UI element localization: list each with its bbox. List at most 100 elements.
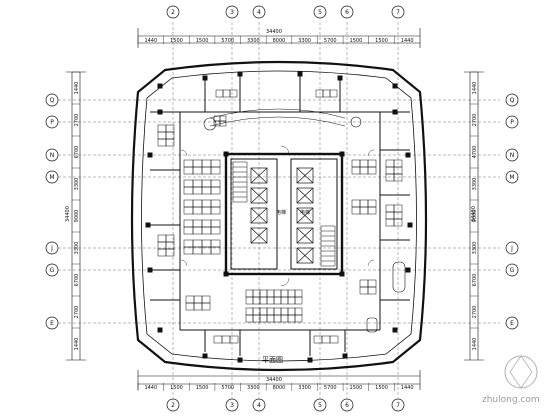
dimension-segment: 1440 xyxy=(472,82,478,95)
workstation-cluster xyxy=(313,335,339,344)
grid-axis-lines xyxy=(58,22,500,398)
structural-column xyxy=(337,75,343,81)
workstation-cluster xyxy=(183,219,221,235)
grid-bubble-row-J-right: J xyxy=(505,241,519,255)
dimension-segment: 3300 xyxy=(472,178,478,191)
dimension-segment: 3300 xyxy=(247,385,260,391)
grid-bubble-row-J-left: J xyxy=(45,241,59,255)
core-left-label: 电梯 xyxy=(276,209,286,216)
workstation-cluster xyxy=(183,179,221,195)
dimension-segment: 2700 xyxy=(472,114,478,127)
dimension-segment: 1500 xyxy=(170,385,183,391)
grid-column-bubbles-bottom: 2 3 4 5 6 7 xyxy=(166,398,405,412)
svg-text:P: P xyxy=(510,119,514,126)
dimension-segment: 1500 xyxy=(350,385,363,391)
dimension-segment: 3300 xyxy=(298,38,311,44)
svg-text:P: P xyxy=(50,119,54,126)
svg-text:4: 4 xyxy=(257,9,261,16)
grid-bubble-row-E-right: E xyxy=(505,316,519,330)
grid-bubble-col-7-top: 7 xyxy=(391,5,405,19)
dimension-segment: 1440 xyxy=(401,38,414,44)
grid-bubble-col-5-top: 5 xyxy=(313,5,327,19)
structural-column xyxy=(202,353,208,359)
dimension-segment: 1440 xyxy=(144,385,157,391)
structural-column xyxy=(407,222,413,228)
grid-bubble-col-6-bottom: 6 xyxy=(340,398,354,412)
workstation-cluster xyxy=(183,239,221,255)
structural-column xyxy=(392,83,398,89)
structural-column xyxy=(405,267,411,273)
grid-row-bubbles-right: Q P N M J G E xyxy=(505,93,519,330)
svg-text:J: J xyxy=(510,245,513,252)
workstation-cluster xyxy=(245,307,303,323)
drawing-title: 平面图 xyxy=(262,356,283,364)
grid-bubble-col-2-bottom: 2 xyxy=(166,398,180,412)
dimension-segment: 2700 xyxy=(74,114,80,127)
grid-bubble-row-G-right: G xyxy=(505,263,519,277)
dimension-segment: 1500 xyxy=(170,38,183,44)
grid-bubble-row-G-left: G xyxy=(45,263,59,277)
grid-bubble-row-Q-right: Q xyxy=(505,93,519,107)
workstation-cluster xyxy=(359,279,377,295)
dimension-segment: 3300 xyxy=(298,385,311,391)
structural-column xyxy=(392,327,398,333)
dimension-segment: 5700 xyxy=(324,385,337,391)
grid-bubble-row-M-left: M xyxy=(45,170,59,184)
structural-column xyxy=(405,152,411,158)
workstation-cluster xyxy=(185,295,211,311)
dimension-segment: 1500 xyxy=(375,38,388,44)
structural-column xyxy=(202,75,208,81)
grid-bubble-col-4-top: 4 xyxy=(252,5,266,19)
workstation-clusters xyxy=(157,89,403,344)
structural-column xyxy=(157,327,163,333)
svg-text:5: 5 xyxy=(318,9,322,16)
workstation-cluster xyxy=(183,159,221,175)
svg-text:J: J xyxy=(50,245,53,252)
svg-text:E: E xyxy=(510,320,514,327)
dimension-segment: 5700 xyxy=(221,38,234,44)
grid-bubble-col-5-bottom: 5 xyxy=(313,398,327,412)
top-curved-desk-row xyxy=(209,108,346,127)
dimension-segment: 2700 xyxy=(74,306,80,319)
grid-bubble-col-7-bottom: 7 xyxy=(391,398,405,412)
bottom-overall-dimension: 34400 xyxy=(266,377,282,383)
structural-column xyxy=(237,357,243,363)
right-overall-dimension: 34400 xyxy=(471,206,477,222)
dimension-segment: 1440 xyxy=(472,338,478,351)
grid-bubble-col-3-top: 3 xyxy=(225,5,239,19)
structural-columns xyxy=(145,71,413,363)
workstation-cluster xyxy=(245,289,303,305)
svg-text:6: 6 xyxy=(345,402,349,409)
svg-text:3: 3 xyxy=(230,9,234,16)
dimension-segment: 1500 xyxy=(196,385,209,391)
svg-text:2: 2 xyxy=(171,9,175,16)
svg-text:7: 7 xyxy=(396,402,400,409)
structural-column xyxy=(237,71,243,77)
workstation-cluster xyxy=(213,335,239,344)
svg-text:3: 3 xyxy=(230,402,234,409)
building-outline xyxy=(130,60,428,372)
workstation-cluster xyxy=(215,89,238,98)
svg-text:N: N xyxy=(50,152,55,159)
dimension-segment: 3300 xyxy=(74,178,80,191)
workstation-cluster xyxy=(385,204,403,227)
dimension-segment: 5700 xyxy=(221,385,234,391)
dimension-segment: 6700 xyxy=(74,146,80,159)
grid-bubble-row-N-right: N xyxy=(505,148,519,162)
svg-text:E: E xyxy=(50,320,54,327)
office-ring-walls xyxy=(150,76,410,356)
grid-bubble-row-N-left: N xyxy=(45,148,59,162)
dimension-segment: 3300 xyxy=(247,38,260,44)
grid-bubble-col-2-top: 2 xyxy=(166,5,180,19)
svg-text:4: 4 xyxy=(257,402,261,409)
workstation-cluster xyxy=(351,199,377,215)
core-right-label: 电梯 xyxy=(300,209,310,216)
dimension-segment: 1500 xyxy=(196,38,209,44)
svg-text:M: M xyxy=(509,174,514,181)
